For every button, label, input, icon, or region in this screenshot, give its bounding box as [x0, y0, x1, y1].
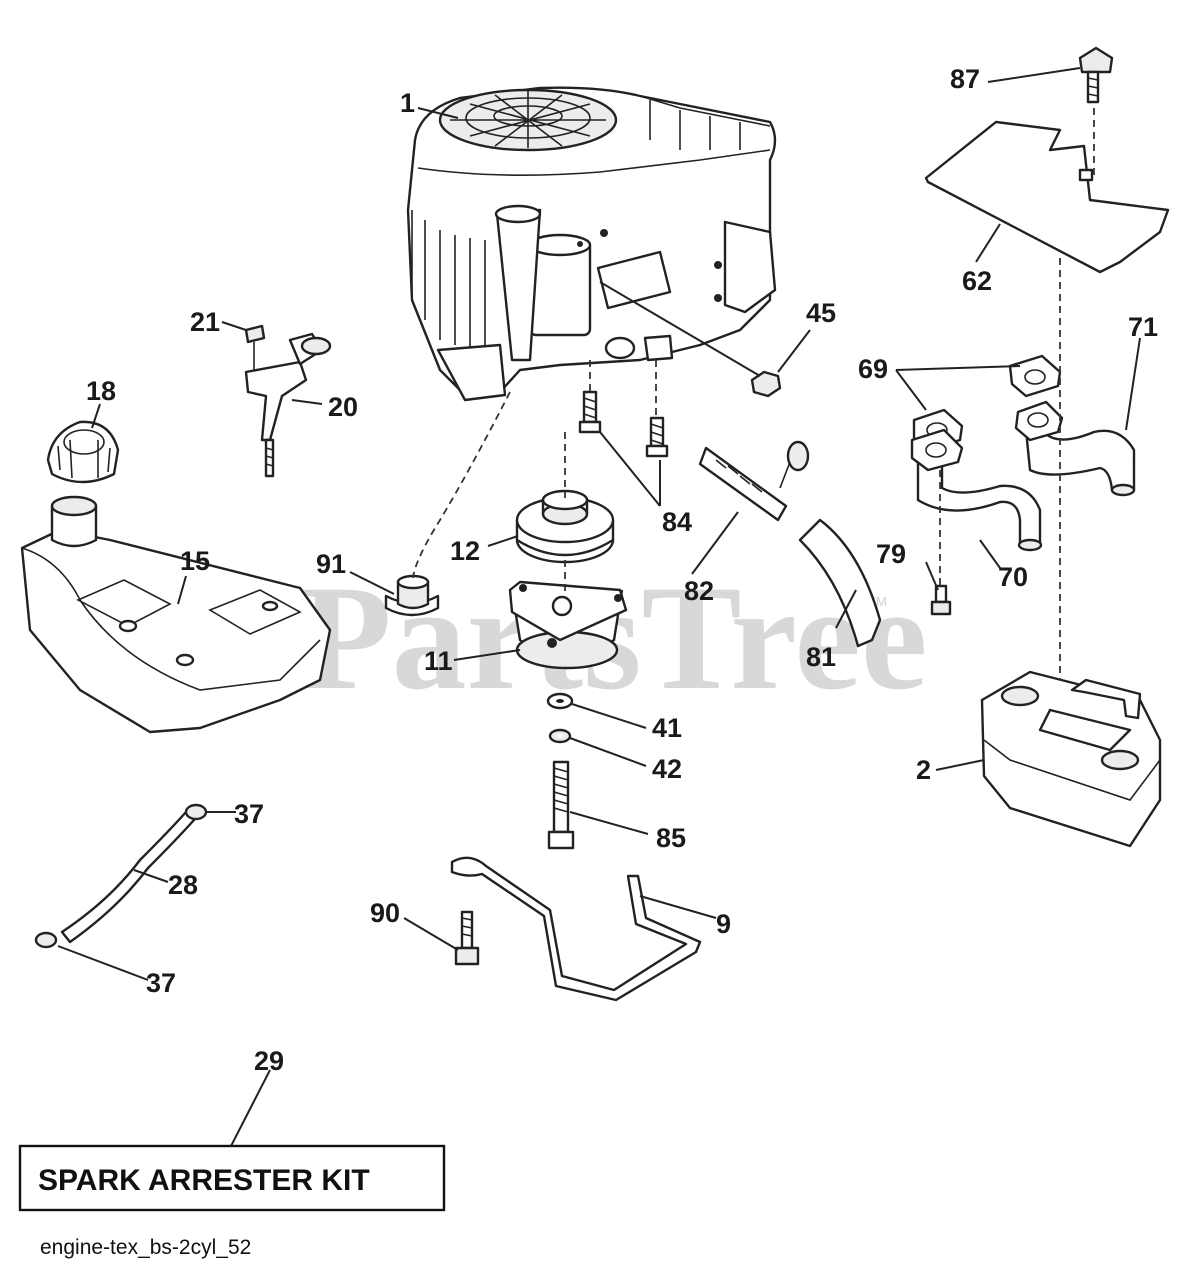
- callout-labels: 1 45 21 20 18 15 91 12 11 84 82 81 79 87…: [86, 64, 1158, 1076]
- bolts-part-84: [578, 390, 669, 458]
- callout-85: 85: [656, 823, 686, 853]
- diagram-filename: engine-tex_bs-2cyl_52: [40, 1236, 251, 1259]
- callout-9: 9: [716, 909, 731, 939]
- clutch-part-11: [508, 580, 628, 670]
- exhaust-pipe-part-71: [1014, 400, 1136, 497]
- callout-41: 41: [652, 713, 682, 743]
- assembly-lines: [412, 108, 1095, 680]
- heat-shield-part-62: [924, 120, 1170, 274]
- fuel-hose-part-81: [798, 518, 882, 648]
- callout-20: 20: [328, 392, 358, 422]
- clamp-part-37-top: [184, 803, 208, 821]
- callout-87: 87: [950, 64, 980, 94]
- leader-lines: [57, 67, 1141, 1149]
- pulley-part-12: [515, 489, 615, 564]
- throttle-bracket-part-20-21: [244, 324, 332, 478]
- knob-part-87: [1078, 46, 1114, 104]
- callout-37-top: 37: [234, 799, 264, 829]
- callout-79: 79: [876, 539, 906, 569]
- washers-part-41-42: [546, 692, 574, 744]
- callout-84: 84: [662, 507, 692, 537]
- callout-37-bottom: 37: [146, 968, 176, 998]
- callout-2: 2: [916, 755, 931, 785]
- callout-90: 90: [370, 898, 400, 928]
- callout-29: 29: [254, 1046, 284, 1076]
- fuel-tank-part-15: [20, 495, 332, 734]
- callout-28: 28: [168, 870, 198, 900]
- bushing-part-91: [384, 574, 440, 617]
- callout-21: 21: [190, 307, 220, 337]
- callout-91: 91: [316, 549, 346, 579]
- rod-part-9: [450, 856, 702, 1002]
- engine-illustration: [406, 86, 777, 402]
- bolt-part-85: [547, 760, 575, 850]
- callout-18: 18: [86, 376, 116, 406]
- bolt-part-79: [930, 584, 952, 616]
- callout-70: 70: [998, 562, 1028, 592]
- callout-15: 15: [180, 546, 210, 576]
- bolt-part-90: [454, 910, 480, 966]
- callout-45: 45: [806, 298, 836, 328]
- muffler-part-2: [980, 670, 1162, 848]
- clamp-part-37-bottom: [34, 931, 58, 949]
- fuel-cap-part-18: [46, 420, 120, 484]
- spark-arrester-kit-box: SPARK ARRESTER KIT: [18, 1144, 446, 1212]
- callout-1: 1: [400, 88, 415, 118]
- callout-62: 62: [962, 266, 992, 296]
- nut-part-45: [750, 370, 782, 398]
- callout-11: 11: [424, 646, 453, 676]
- callout-69: 69: [858, 354, 888, 384]
- callout-81: 81: [806, 642, 836, 672]
- callout-42: 42: [652, 754, 682, 784]
- callout-71: 71: [1128, 312, 1158, 342]
- exhaust-pipe-part-70: [910, 428, 1043, 552]
- callout-12: 12: [450, 536, 480, 566]
- spark-arrester-kit-label: SPARK ARRESTER KIT: [38, 1164, 370, 1197]
- callout-82: 82: [684, 576, 714, 606]
- fuel-filter-part-82: [698, 440, 810, 522]
